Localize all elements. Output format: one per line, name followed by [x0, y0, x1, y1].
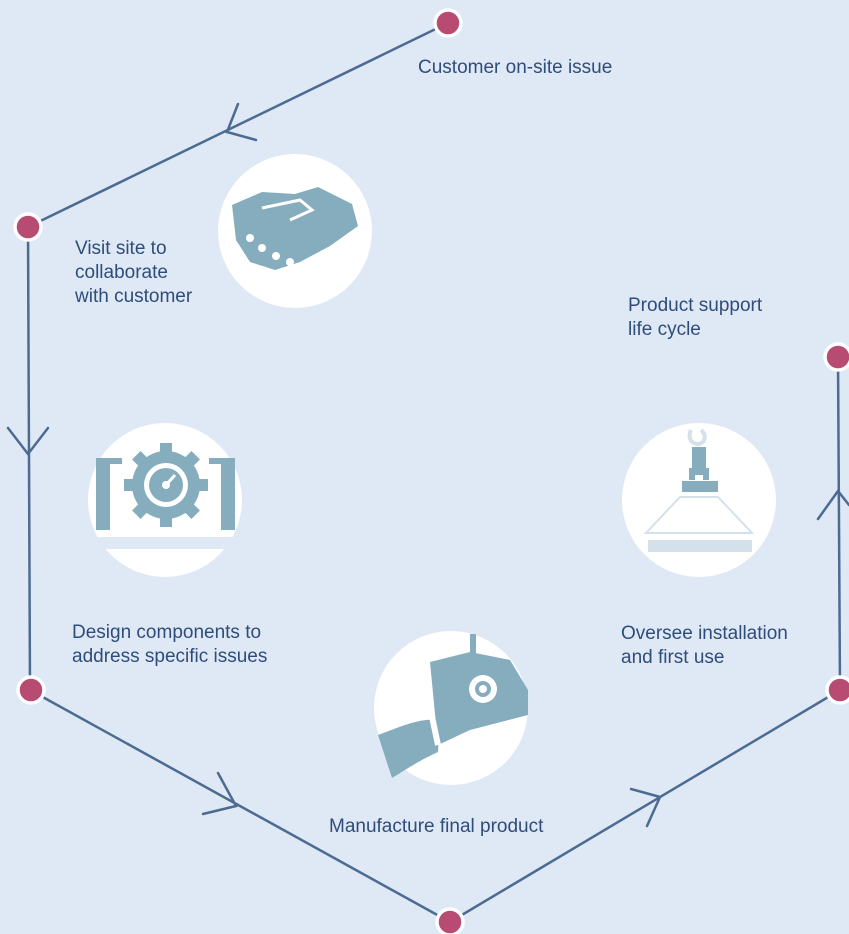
step-label-oversee-installation: Oversee installation and first use [621, 623, 788, 668]
arrow-head-icon [201, 771, 238, 816]
handshake-icon [218, 154, 372, 308]
step-label-customer-issue: Customer on-site issue [418, 57, 613, 78]
connector-line [448, 688, 842, 924]
connector-line [26, 21, 450, 229]
arrow-head-icon [816, 488, 849, 521]
step-label-visit-site: Visit site to collaborate with customer [75, 238, 193, 307]
step-node [823, 342, 849, 372]
step-label-design-components: Design components to address specific is… [72, 622, 268, 667]
step-node [435, 907, 465, 934]
step-node [825, 675, 849, 705]
connector-line [26, 225, 32, 692]
robotic-arm-icon [374, 631, 528, 785]
connector-line [28, 688, 452, 924]
step-node [433, 8, 463, 38]
connector-line [836, 355, 842, 692]
arrow-head-icon [225, 102, 258, 142]
step-node [13, 212, 43, 242]
arrow-head-icon [6, 426, 50, 457]
arrow-head-icon [629, 787, 662, 828]
gear-monitor-icon [88, 423, 242, 577]
step-node [16, 675, 46, 705]
step-label-manufacture: Manufacture final product [329, 816, 544, 837]
lamp-installation-icon [622, 423, 776, 577]
step-label-product-support: Product support life cycle [628, 295, 763, 340]
